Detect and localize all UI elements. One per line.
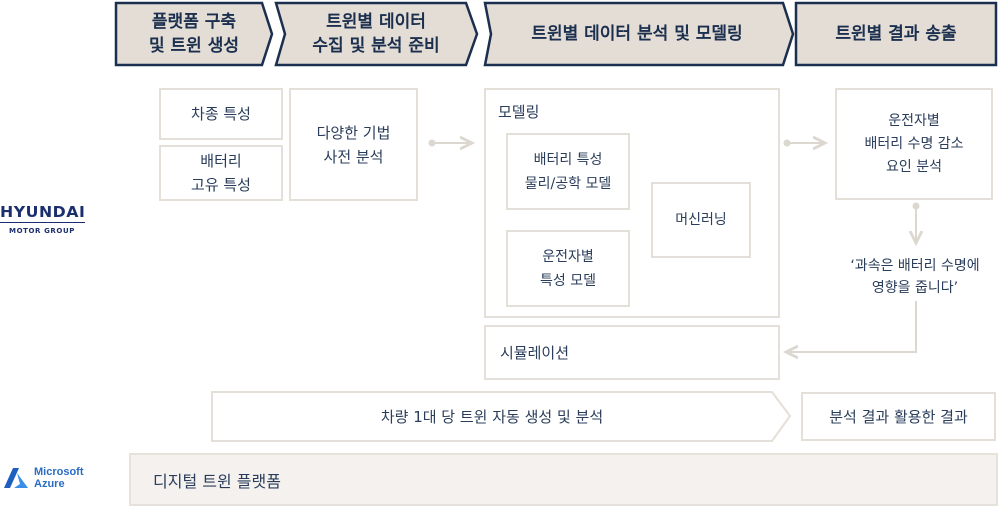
auto-generation-label: 차량 1대 당 트윈 자동 생성 및 분석 xyxy=(380,408,604,426)
arrow-insight-to-simulation xyxy=(786,301,917,352)
phase-1-shape xyxy=(114,1,274,67)
result-utilization-box: 분석 결과 활용한 결과 xyxy=(801,392,996,441)
vehicle-type-box: 차종 특성 xyxy=(159,88,283,140)
phase-1-label: 플랫폼 구축 및 트윈 생성 xyxy=(148,12,240,56)
azure-line2: Azure xyxy=(34,478,65,490)
insight-quote: ‘과속은 배터리 수명에 영향을 줍니다’ xyxy=(850,258,980,296)
driver-model-box: 운전자별 특성 모델 xyxy=(506,230,630,307)
phase-2-shape xyxy=(274,1,479,67)
phase-chevrons xyxy=(114,1,998,67)
hyundai-logo: HYUNDAI MOTOR GROUP xyxy=(0,202,100,235)
phase-4-label: 트윈별 결과 송출 xyxy=(835,24,957,44)
preanalysis-box: 다양한 기법 사전 분석 xyxy=(289,88,418,201)
phase-3-shape xyxy=(483,1,795,67)
battery-model-box: 배터리 특성 물리/공학 모델 xyxy=(506,133,630,210)
azure-line1: Microsoft xyxy=(34,466,84,478)
battery-specific-box: 배터리 고유 특성 xyxy=(159,145,283,201)
hyundai-wordmark: HYUNDAI xyxy=(0,203,86,223)
machine-learning-box: 머신러닝 xyxy=(651,182,751,258)
modeling-title: 모델링 xyxy=(498,103,540,121)
phase-3-label: 트윈별 데이터 분석 및 모델링 xyxy=(531,24,743,44)
arrow-modeling-to-result xyxy=(783,140,826,147)
result-analysis-box: 운전자별 배터리 수명 감소 요인 분석 xyxy=(835,88,993,200)
azure-logo: Microsoft Azure xyxy=(4,466,84,490)
simulation-box: 시뮬레이션 xyxy=(484,325,780,380)
hyundai-subtitle: MOTOR GROUP xyxy=(9,227,75,235)
arrow-result-to-insight xyxy=(913,202,920,244)
phase-4-shape xyxy=(794,1,998,67)
azure-icon xyxy=(4,468,28,488)
arrow-preanalysis-to-modeling xyxy=(428,140,473,147)
digital-twin-platform-bar: 디지털 트윈 플랫폼 xyxy=(129,453,998,506)
platform-label: 디지털 트윈 플랫폼 xyxy=(153,471,281,491)
phase-2-label: 트윈별 데이터 수집 및 분석 준비 xyxy=(312,12,440,56)
